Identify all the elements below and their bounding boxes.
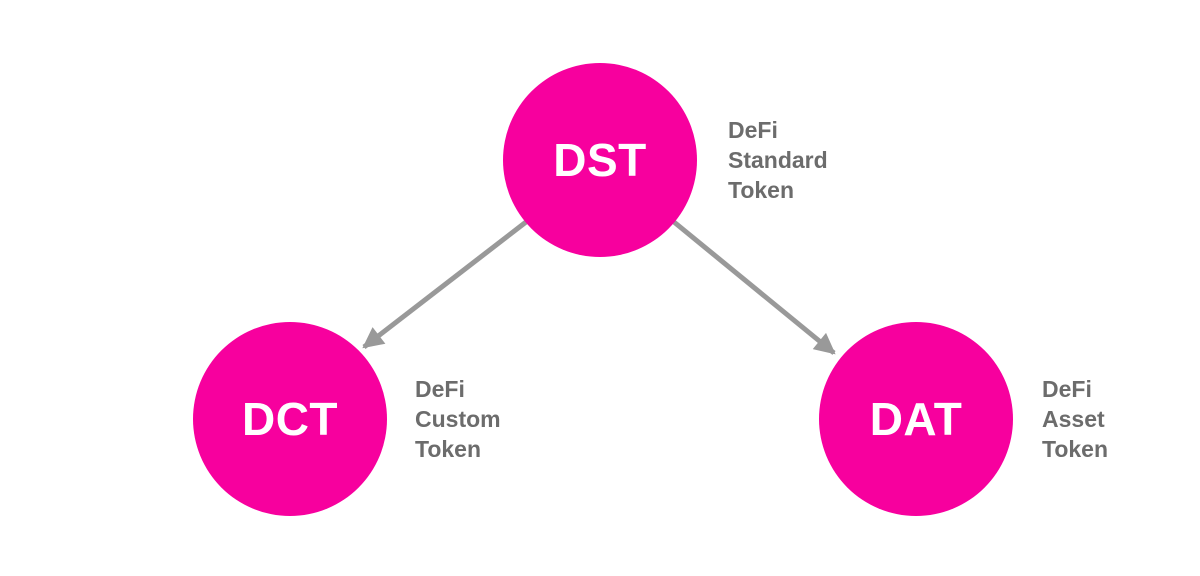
arrow-dst-to-dat — [672, 220, 836, 355]
node-dat-abbr: DAT — [869, 393, 963, 445]
node-dat-label: DeFi Asset Token — [1042, 374, 1108, 464]
node-dst-label-line: DeFi — [728, 117, 778, 143]
node-dct-abbr: DCT — [241, 393, 339, 445]
node-dct-label-line: DeFi — [415, 376, 465, 402]
node-dst-label-line: Standard — [728, 147, 828, 173]
node-dst-abbr: DST — [553, 134, 647, 186]
node-dst-label-line: Token — [728, 177, 795, 203]
node-dst-label: DeFi Standard Token — [728, 115, 828, 205]
node-dst-circle: DST — [503, 63, 697, 257]
node-dat-label-line: DeFi — [1042, 376, 1092, 402]
arrow-dst-to-dct — [362, 220, 528, 349]
node-dat-label-line: Token — [1042, 436, 1109, 462]
node-dct-circle: DCT — [193, 322, 387, 516]
node-dat-circle: DAT — [819, 322, 1013, 516]
node-dct-label-line: Token — [415, 436, 482, 462]
node-dct-label: DeFi Custom Token — [415, 374, 501, 464]
node-dct-label-line: Custom — [415, 406, 501, 432]
node-dat-label-line: Asset — [1042, 406, 1105, 432]
